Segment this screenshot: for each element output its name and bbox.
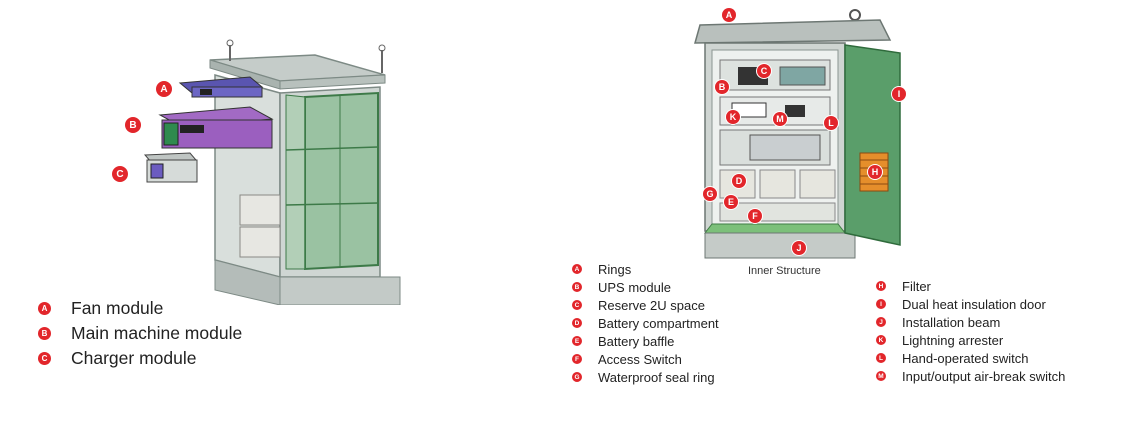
legend-marker: A bbox=[572, 264, 582, 274]
marker-h-right: H bbox=[868, 165, 882, 179]
legend-item-charger-module: C Charger module bbox=[38, 346, 242, 371]
legend-item-dual-heat-insulation-door: I Dual heat insulation door bbox=[876, 295, 1065, 313]
right-legend-right: H Filter I Dual heat insulation door J Inst… bbox=[876, 277, 1065, 385]
marker-c-right: C bbox=[757, 64, 771, 78]
marker-f-right: F bbox=[748, 209, 762, 223]
legend-label: Lightning arrester bbox=[902, 332, 1004, 348]
legend-marker: L bbox=[876, 353, 886, 363]
legend-label: Hand-operated switch bbox=[902, 350, 1029, 366]
legend-label: Reserve 2U space bbox=[598, 297, 705, 313]
legend-marker: B bbox=[572, 282, 582, 292]
legend-label: Access Switch bbox=[598, 351, 682, 367]
legend-marker: C bbox=[572, 300, 582, 310]
marker-d-right: D bbox=[732, 174, 746, 188]
marker-l-right: L bbox=[824, 116, 838, 130]
legend-marker: I bbox=[876, 299, 886, 309]
legend-marker: E bbox=[572, 336, 582, 346]
legend-item-waterproof-seal-ring: G Waterproof seal ring bbox=[572, 368, 719, 386]
legend-label: Waterproof seal ring bbox=[598, 369, 715, 385]
legend-marker: B bbox=[38, 327, 51, 340]
inner-structure-illustration bbox=[694, 9, 901, 259]
legend-label: Fan module bbox=[71, 298, 164, 318]
legend-item-installation-beam: J Installation beam bbox=[876, 313, 1065, 331]
legend-marker: D bbox=[572, 318, 582, 328]
legend-marker: G bbox=[572, 372, 582, 382]
legend-item-lightning-arrester: K Lightning arrester bbox=[876, 331, 1065, 349]
marker-k-right: K bbox=[726, 110, 740, 124]
exploded-cabinet-illustration bbox=[143, 39, 401, 305]
legend-label: Charger module bbox=[71, 348, 197, 368]
legend-item-main-machine-module: B Main machine module bbox=[38, 321, 242, 346]
right-legend-left: A Rings B UPS module C Reserve 2U space D Ba… bbox=[572, 260, 719, 386]
legend-label: Battery compartment bbox=[598, 315, 719, 331]
legend-marker: J bbox=[876, 317, 886, 327]
inner-structure-caption: Inner Structure bbox=[748, 265, 821, 277]
marker-i-right: I bbox=[892, 87, 906, 101]
legend-item-filter: H Filter bbox=[876, 277, 1065, 295]
left-legend: A Fan module B Main machine module C Charge… bbox=[38, 296, 242, 371]
legend-item-input-output-air-break-switch: M Input/output air-break switch bbox=[876, 367, 1065, 385]
marker-a-left: A bbox=[156, 81, 172, 97]
legend-item-battery-baffle: E Battery baffle bbox=[572, 332, 719, 350]
legend-marker: H bbox=[876, 281, 886, 291]
legend-item-reserve-2u-space: C Reserve 2U space bbox=[572, 296, 719, 314]
marker-b-right: B bbox=[715, 80, 729, 94]
marker-j-right: J bbox=[792, 241, 806, 255]
legend-label: Filter bbox=[902, 278, 931, 294]
legend-marker: C bbox=[38, 352, 51, 365]
legend-item-hand-operated-switch: L Hand-operated switch bbox=[876, 349, 1065, 367]
legend-label: Rings bbox=[598, 261, 632, 277]
legend-item-rings: A Rings bbox=[572, 260, 719, 278]
legend-label: Installation beam bbox=[902, 314, 1001, 330]
legend-item-fan-module: A Fan module bbox=[38, 296, 242, 321]
marker-e-right: E bbox=[724, 195, 738, 209]
legend-item-access-switch: F Access Switch bbox=[572, 350, 719, 368]
legend-label: Battery baffle bbox=[598, 333, 675, 349]
marker-c-left: C bbox=[112, 166, 128, 182]
legend-marker: K bbox=[876, 335, 886, 345]
marker-b-left: B bbox=[125, 117, 141, 133]
legend-marker: M bbox=[876, 371, 886, 381]
legend-label: Dual heat insulation door bbox=[902, 296, 1046, 312]
marker-m-right: M bbox=[773, 112, 787, 126]
legend-item-battery-compartment: D Battery compartment bbox=[572, 314, 719, 332]
legend-item-ups-module: B UPS module bbox=[572, 278, 719, 296]
legend-label: UPS module bbox=[598, 279, 671, 295]
legend-marker: A bbox=[38, 302, 51, 315]
legend-marker: F bbox=[572, 354, 582, 364]
legend-label: Main machine module bbox=[71, 323, 243, 343]
marker-a-right: A bbox=[722, 8, 736, 22]
legend-label: Input/output air-break switch bbox=[902, 368, 1066, 384]
marker-g-right: G bbox=[703, 187, 717, 201]
